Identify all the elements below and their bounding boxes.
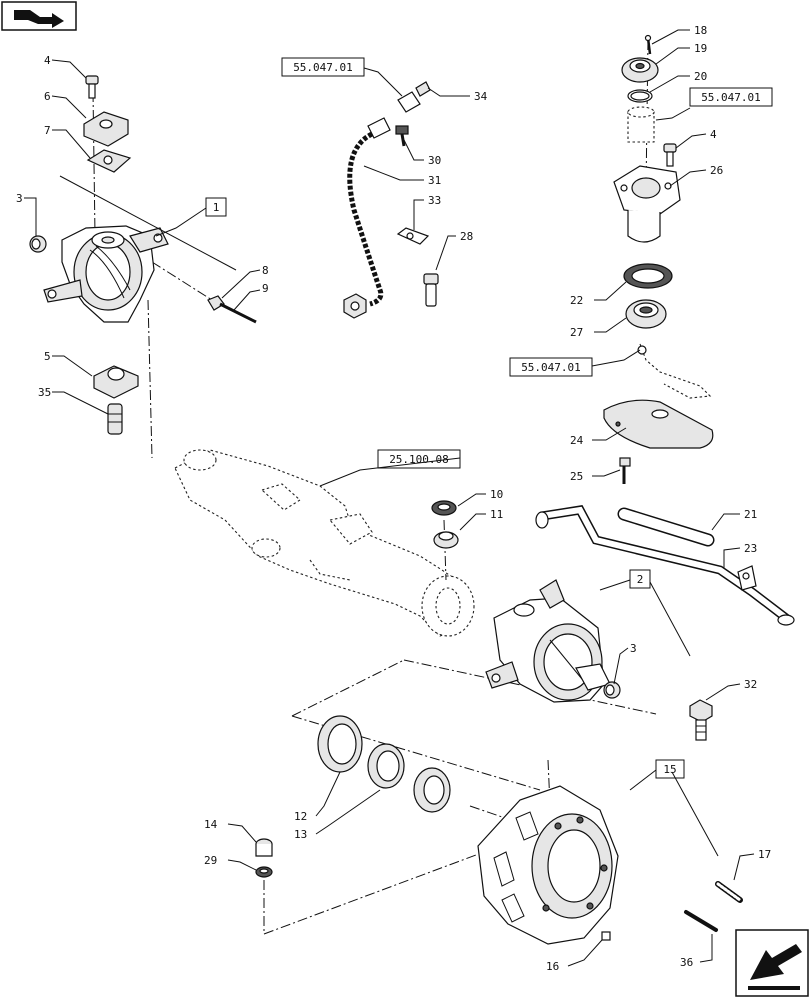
reference-label: 15 [663,763,676,776]
callout-33: 33 [428,194,441,207]
callout-18: 18 [694,24,707,37]
callout-4-right: 4 [710,128,717,141]
washer-10 [431,500,457,516]
callout-3-right: 3 [630,642,637,655]
bolt-part [85,75,99,99]
callout-11: 11 [490,508,503,521]
reference-box-1[interactable]: 1 [205,197,227,217]
callout-24: 24 [570,434,584,447]
reference-box-55-c[interactable]: 55.047.01 [509,357,593,377]
callout-28: 28 [460,230,473,243]
o-ring-part [627,89,653,103]
sensor-cable [637,343,712,399]
callout-12: 12 [294,810,307,823]
callout-34: 34 [474,90,488,103]
callout-13: 13 [294,828,307,841]
reference-label: 55.047.01 [293,61,353,74]
callout-25: 25 [570,470,583,483]
reference-box-15[interactable]: 15 [655,759,685,779]
callout-32: 32 [744,678,757,691]
bearing-13 [367,743,405,789]
callout-14: 14 [204,818,218,831]
hose-nut [343,293,367,319]
bearing-cap-part [83,111,129,147]
lower-cap-part [93,365,139,399]
tube-21 [617,507,715,547]
reference-label: 1 [213,201,220,214]
callout-35: 35 [38,386,51,399]
seal-ring-part [623,263,673,289]
right-steering-knuckle [485,579,611,703]
callout-27: 27 [570,326,583,339]
reference-box-55-b[interactable]: 55.047.01 [689,87,773,107]
callout-26: 26 [710,164,723,177]
callout-22: 22 [570,294,583,307]
bearing-inner [413,767,451,813]
callout-numbers: 4 6 7 3 8 9 5 35 34 30 31 33 28 18 19 20… [16,24,771,973]
callout-3: 3 [16,192,23,205]
bolt-32 [689,699,713,741]
callout-23: 23 [744,542,757,555]
seal-12 [317,715,363,773]
bushing-3-right [603,681,621,699]
leader-lines [24,29,755,967]
bolt-30 [395,125,409,147]
reference-label: 25.100.08 [389,453,449,466]
callout-7: 7 [44,124,51,137]
left-steering-knuckle [43,225,169,323]
steering-housing [613,165,681,243]
callout-4: 4 [44,54,51,67]
tube-23 [535,505,795,626]
stud-17 [715,881,743,903]
reference-label: 55.047.01 [521,361,581,374]
navigate-next-icon[interactable] [735,929,809,997]
callout-20: 20 [694,70,707,83]
reference-label: 55.047.01 [701,91,761,104]
pivot-cap-part [621,57,659,83]
callout-16: 16 [546,960,559,973]
wheel-hub [477,785,619,945]
bushing-11 [433,531,459,549]
reference-label: 2 [637,573,644,586]
bearing-part [625,299,667,329]
callout-19: 19 [694,42,707,55]
callout-5: 5 [44,350,51,363]
hose-fitting [367,81,431,139]
pin-36 [684,910,718,932]
bolt-4-right [663,143,677,167]
reference-box-25[interactable]: 25.100.08 [377,449,461,469]
bushing-part [29,235,47,253]
callout-30: 30 [428,154,441,167]
grease-fitting [644,34,652,55]
callout-9: 9 [262,282,269,295]
screw-25 [619,457,631,484]
shim-part [86,149,132,173]
plug-14 [255,838,273,857]
callout-36: 36 [680,956,693,969]
cover-plate-part [603,399,714,449]
washer-29 [255,866,273,878]
stud-part [207,295,257,324]
callout-17: 17 [758,848,771,861]
splined-insert [627,106,655,143]
callout-6: 6 [44,90,51,103]
reference-box-55-a[interactable]: 55.047.01 [281,57,365,77]
reference-box-2[interactable]: 2 [629,569,651,589]
breather-part [423,273,439,307]
pin-16 [601,931,611,941]
bushing-lower-part [107,403,123,435]
axle-housing-outline [174,449,475,637]
navigate-back-icon[interactable] [1,1,77,31]
clamp-part [396,227,430,245]
callout-21: 21 [744,508,757,521]
callout-8: 8 [262,264,269,277]
callout-10: 10 [490,488,503,501]
callout-29: 29 [204,854,217,867]
hose-part [347,131,384,307]
callout-31: 31 [428,174,441,187]
